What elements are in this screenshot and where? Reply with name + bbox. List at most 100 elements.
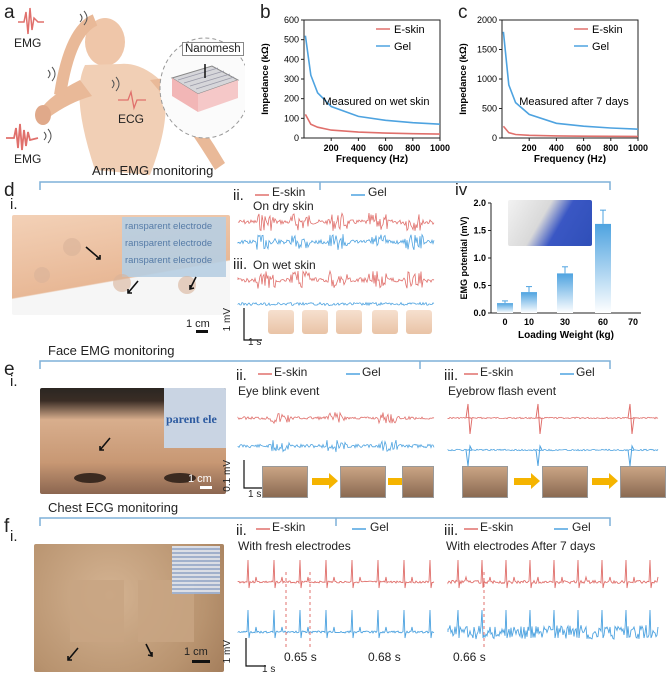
inset-text-1: ransparent electrode <box>125 221 213 232</box>
inset-text-3: ransparent electrode <box>125 255 213 266</box>
x-tick-label: 30 <box>560 317 570 327</box>
e-iii-label: iii. <box>444 367 459 384</box>
x-tick-label: 400 <box>549 143 564 153</box>
d-iii-label: iii. <box>233 256 248 273</box>
f-iii-label: iii. <box>444 522 459 539</box>
ecg-interval-1: 0.65 s <box>284 650 317 664</box>
ecg-7days-gel <box>447 609 659 640</box>
d-legend <box>255 194 365 196</box>
y-axis-label: Impedance (kΩ) <box>458 43 469 115</box>
panel-c-label: c <box>458 2 468 23</box>
arm-emg-scalebar <box>243 308 262 341</box>
e-legend-gel-2: Gel <box>576 365 595 379</box>
e-i-label: i. <box>10 373 18 390</box>
x-tick-label: 800 <box>405 143 420 153</box>
face-electrode-inset: parent ele <box>164 388 226 448</box>
legend-label: Gel <box>394 41 411 53</box>
face-eyebrow-sequence <box>462 466 666 500</box>
ecg-fresh-eskin <box>237 559 435 589</box>
face-emg-scalebar <box>243 460 266 489</box>
face-photo: parent ele <box>40 388 226 494</box>
face-emg-traces <box>237 403 659 467</box>
x-axis-label: Frequency (Hz) <box>534 154 606 165</box>
x-tick-label: 70 <box>628 317 638 327</box>
f-legends <box>256 528 568 530</box>
plot-frame <box>501 19 639 139</box>
face-scale-mv: 0.1 mV <box>222 460 233 492</box>
y-tick-label: 200 <box>284 94 299 104</box>
y-tick-label: 0.0 <box>473 308 486 318</box>
x-tick-label: 400 <box>351 143 366 153</box>
face-eyebrow-eskin <box>447 416 659 420</box>
emg-bottom-label: EMG <box>14 152 42 166</box>
body-illustration <box>6 7 245 175</box>
y-tick-label: 1.0 <box>473 253 486 263</box>
chest-ecg-title: Chest ECG monitoring <box>48 500 179 515</box>
d-ii-label: ii. <box>233 187 244 204</box>
y-tick-label: 0 <box>294 133 299 143</box>
bar <box>595 223 611 313</box>
d-legend-eskin: E-skin <box>272 185 306 199</box>
ecg-fresh-gel <box>237 609 435 639</box>
y-tick-label: 2000 <box>477 15 497 25</box>
wet-skin-label: On wet skin <box>253 258 316 272</box>
x-tick-label: 600 <box>576 143 591 153</box>
panel-e-label: e <box>4 359 15 380</box>
panel-a-label: a <box>4 2 15 23</box>
ecg-interval-3: 0.66 s <box>453 650 486 664</box>
d-legend-gel: Gel <box>368 185 387 199</box>
panel-f-label: f <box>4 516 10 537</box>
d-i-label: i. <box>10 196 18 213</box>
e-legends <box>258 373 574 375</box>
chest-photo <box>34 544 224 672</box>
x-tick-label: 1000 <box>430 143 450 153</box>
chest-ecg-traces <box>237 559 659 650</box>
y-tick-label: 300 <box>284 74 299 84</box>
face-eyebrow-gel <box>447 448 659 452</box>
nanomesh-label: Nanomesh <box>182 42 244 56</box>
ecg-scale-s: 1 s <box>262 664 276 675</box>
e-ii-label: ii. <box>236 367 247 384</box>
ecg-interval-2: 0.68 s <box>368 650 401 664</box>
arm-emg-dry-eskin <box>237 212 435 232</box>
y-tick-label: 1000 <box>477 74 497 84</box>
arm-emg-wet-eskin <box>237 269 435 289</box>
grip-photo <box>508 200 592 246</box>
legend-label: E-skin <box>394 24 425 36</box>
y-tick-label: 500 <box>284 35 299 45</box>
face-scale-bar <box>200 486 212 489</box>
inset-text-2: ransparent electrode <box>125 238 213 249</box>
eyebrow-spike-eskin <box>465 403 473 435</box>
face-inset-text: parent ele <box>166 412 217 426</box>
panel-d-label: d <box>4 180 15 201</box>
e-legend-gel-1: Gel <box>362 365 381 379</box>
eyebrow-spike-gel <box>465 444 473 467</box>
arm-emg-title: Arm EMG monitoring <box>92 163 214 178</box>
ecg-label: ECG <box>118 112 145 126</box>
eyebrow-label: Eyebrow flash event <box>448 384 557 398</box>
panel-d-bracket <box>39 181 611 190</box>
series-line-e-skin <box>304 114 441 135</box>
arm-photo: ransparent electrode ransparent electrod… <box>12 215 230 315</box>
bar <box>557 273 573 313</box>
y-axis-label: EMG potential (mV) <box>459 216 469 299</box>
d-iv-label: iv <box>455 180 468 199</box>
emg-top-label: EMG <box>14 36 42 50</box>
ecg-7days-eskin <box>447 559 659 589</box>
x-tick-label: 10 <box>524 317 534 327</box>
arm-scale-bar <box>196 330 208 333</box>
transparent-electrode-inset: ransparent electrode ransparent electrod… <box>122 217 226 277</box>
f-ii-label: ii. <box>236 522 247 539</box>
arm-scale-mv: 1 mV <box>222 308 233 332</box>
x-axis-label: Frequency (Hz) <box>336 154 408 165</box>
arm-scale-s: 1 s <box>248 337 262 348</box>
f-legend-eskin-1: E-skin <box>272 520 306 534</box>
series-line-gel <box>304 35 441 125</box>
y-axis-label: Impedance (kΩ) <box>260 43 271 115</box>
annotation: Measured on wet skin <box>323 96 430 108</box>
panel-b-label: b <box>260 2 271 23</box>
face-scale-cm: 1 cm <box>188 473 212 485</box>
chest-mesh-inset <box>172 546 220 594</box>
